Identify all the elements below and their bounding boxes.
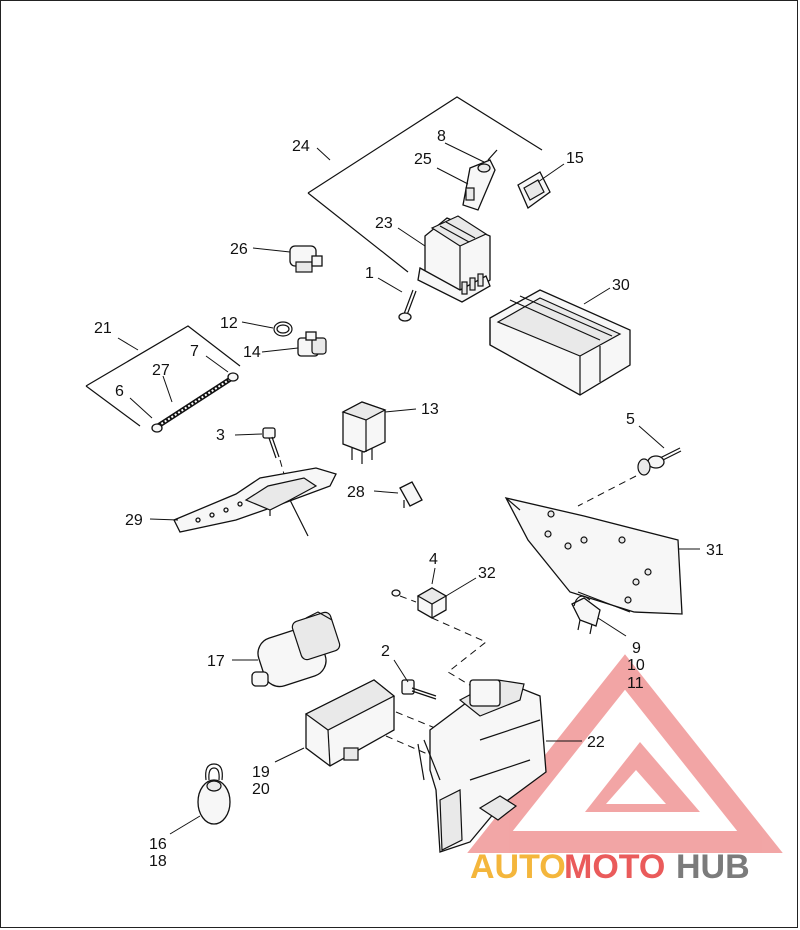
callout-16: 16 [149,836,167,853]
part-12-oring [273,321,293,337]
callout-20: 20 [252,781,270,798]
part-17-actuator [251,611,341,688]
leader-32-dash [431,617,487,691]
part-31-bracket [504,497,683,615]
part-5-bolt [577,447,682,507]
callout-24: 24 [292,138,310,155]
part-32-module [416,587,448,619]
part-15-clip [517,171,551,210]
part-22-tray [417,679,547,853]
part-28-fuse [399,481,423,508]
part-27-strap [151,372,239,433]
watermark-text: AUTO MOTO HUB [470,848,750,886]
callout-3: 3 [216,427,225,444]
part-23-regulator [417,215,491,303]
callout-6: 6 [115,383,124,400]
callout-17: 17 [207,653,225,670]
part-13-relay [341,401,387,464]
kit-bracket-24 [307,96,543,273]
leader-19-dash [385,735,433,757]
callout-30: 30 [612,277,630,294]
part-30-cover [489,289,631,396]
callout-10: 10 [627,657,645,674]
callout-14: 14 [243,344,261,361]
callout-11: 11 [627,675,644,692]
callout-numbers: 24 8 25 15 23 26 1 30 12 14 21 7 27 6 13… [94,128,724,870]
kit-bracket-21 [85,325,241,427]
part-9-clip [571,595,601,635]
watermark-logo [467,654,783,853]
watermark-auto: AUTO [470,848,566,886]
callout-9: 9 [632,640,641,657]
part-3-bolt [262,427,285,475]
part-2-bolt [401,679,437,700]
part-26-sensor [289,245,323,273]
leader-19b-dash [395,711,441,731]
callout-32: 32 [478,565,496,582]
callout-1: 1 [365,265,374,282]
callout-28: 28 [347,484,365,501]
part-4-screw [391,589,417,603]
callout-27: 27 [152,362,170,379]
callout-15: 15 [566,150,584,167]
callout-13: 13 [421,401,439,418]
callout-12: 12 [220,315,238,332]
callout-18: 18 [149,853,167,870]
part-19-module [304,679,396,767]
callout-21: 21 [94,320,112,337]
part-29-plate [173,467,337,537]
part-14-switch [297,331,327,357]
callout-23: 23 [375,215,393,232]
callout-5: 5 [626,411,635,428]
part-25-connector-bracket [462,149,498,211]
callout-8: 8 [437,128,446,145]
part-16-key [197,763,231,825]
callout-19: 19 [252,764,270,781]
callout-25: 25 [414,151,432,168]
leader-lines [117,142,700,835]
callout-31: 31 [706,542,724,559]
watermark-hub: HUB [676,848,750,886]
callout-26: 26 [230,241,248,258]
callout-7: 7 [190,343,199,360]
callout-4: 4 [429,551,438,568]
callout-22: 22 [587,734,605,751]
watermark-moto: MOTO [564,848,665,886]
part-1-screw [398,289,417,322]
callout-29: 29 [125,512,143,529]
callout-2: 2 [381,643,390,660]
